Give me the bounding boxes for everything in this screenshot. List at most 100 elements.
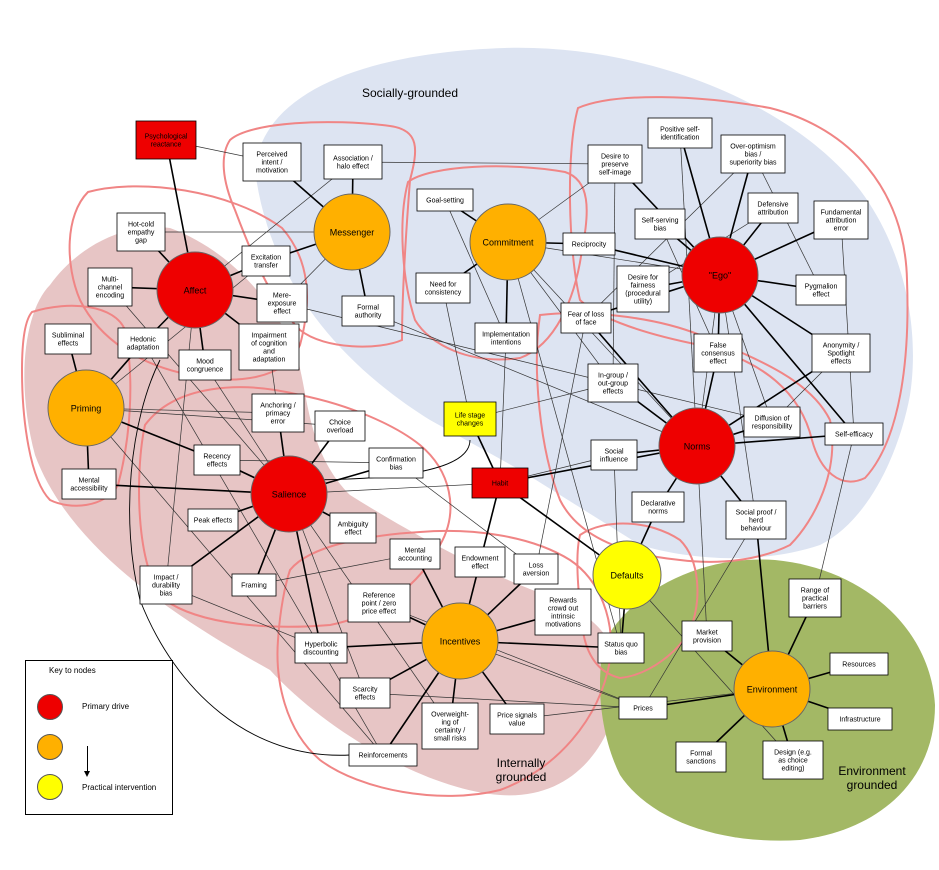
box-ingroup [587, 363, 639, 403]
box-mere_exposure [256, 283, 308, 323]
box-hedonic-line: adaptation [127, 345, 160, 352]
box-self_efficacy-line: Self-efficacy [835, 432, 873, 439]
box-false_consensus-line: effect [710, 359, 727, 366]
box-prices [618, 696, 668, 720]
box-positive_self_id-line: identification [661, 135, 700, 142]
box-framing [231, 573, 277, 597]
box-hot_cold-line: empathy [128, 230, 155, 237]
box-overweighting-line: certainty / [435, 728, 465, 735]
region-label-environment-1: Environment [838, 764, 906, 778]
box-overweighting-line: Overweight- [431, 712, 469, 719]
box-formal_sanctions-line: sanctions [686, 759, 716, 766]
box-declarative_norms-line: norms [648, 509, 668, 516]
legend-arrow-line [87, 746, 88, 774]
box-life_stage [443, 401, 497, 437]
box-design [762, 740, 824, 780]
box-ingroup-line: In-group / [598, 373, 628, 380]
box-anchoring [251, 393, 305, 433]
edge-thin-fear_face-loss_aversion [535, 317, 587, 570]
box-fear_face [560, 302, 612, 334]
box-need_consistency [415, 272, 471, 304]
box-positive_self_id [647, 117, 713, 149]
edge-thin-formal_authority-norms [367, 310, 698, 447]
box-positive_self_id-line: Positive self- [660, 127, 700, 134]
box-habit [471, 467, 529, 499]
box-design-line: Design (e.g. [774, 750, 812, 757]
box-association-line: Association / [333, 156, 373, 163]
box-endowment [454, 546, 506, 578]
box-excitation [241, 245, 291, 277]
box-resources [829, 652, 889, 676]
box-desire_fairness-line: (procedural [625, 291, 661, 298]
box-confirmation-line: bias [390, 465, 403, 472]
box-hyperbolic-line: Hyperbolic [304, 642, 338, 649]
box-social_influence-line: influence [600, 457, 628, 464]
node-priming-label: Priming [71, 404, 102, 414]
box-ambiguity-line: effect [345, 530, 362, 537]
box-design-line: editing) [782, 766, 805, 773]
node-norms-label: Norms [684, 442, 711, 452]
box-range_barriers-line: practical [802, 596, 829, 603]
node-commitment-label: Commitment [482, 238, 534, 248]
node-incentives-label: Incentives [440, 637, 481, 647]
legend-arrow-head [84, 771, 90, 777]
box-subliminal-line: effects [58, 341, 79, 348]
box-overweighting-line: small risks [434, 736, 467, 743]
box-choice_overload [314, 410, 366, 442]
box-reinforcements-line: Reinforcements [358, 753, 408, 760]
box-impact_durability-line: Impact / [154, 575, 179, 582]
edge-thin-ego-social_proof [719, 274, 757, 521]
box-desire_preserve-line: Desire to [601, 154, 629, 161]
box-loss_aversion-line: aversion [523, 571, 550, 578]
box-choice_overload-line: Choice [329, 420, 351, 427]
box-hyperbolic-line: discounting [303, 650, 339, 657]
edge-thin-confirmation-loss_aversion [395, 462, 537, 570]
box-framing-line: Framing [241, 583, 267, 590]
box-infrastructure-line: Infrastructure [839, 717, 880, 724]
box-fear_face-line: Fear of loss [568, 312, 605, 319]
edge-thin-multi_channel-salience [109, 286, 290, 495]
box-need_consistency-line: consistency [425, 290, 462, 297]
box-range_barriers-line: barriers [803, 604, 827, 611]
box-social_proof-line: Social proof / [736, 510, 777, 517]
box-scarcity-line: effects [355, 695, 376, 702]
box-perceived_intent [242, 142, 302, 182]
box-desire_preserve-line: self-image [599, 170, 631, 177]
box-over_optimism-line: superiority bias [729, 160, 777, 167]
edge-thin-association-desire_preserve [352, 161, 616, 165]
node-environment [733, 650, 811, 728]
edge-thin-desire_preserve-ingroup [612, 163, 616, 384]
box-impairment [238, 323, 300, 371]
box-false_consensus [693, 333, 743, 373]
box-psych_reactance-line: Psychological [145, 134, 188, 141]
node-priming [47, 369, 125, 447]
box-life_stage-line: changes [457, 421, 484, 428]
box-diffusion [743, 406, 801, 438]
node-messenger-label: Messenger [330, 228, 375, 238]
box-prices-line: Prices [633, 706, 653, 713]
box-scarcity-line: Scarcity [353, 687, 378, 694]
box-formal_authority [341, 295, 395, 327]
box-rewards_crowd-line: Rewards [549, 598, 577, 605]
box-choice_overload-line: overload [327, 428, 354, 435]
box-over_optimism-line: Over-optimism [730, 144, 776, 151]
node-defaults-label: Defaults [610, 571, 644, 581]
edge-thin-goal_setting-implementation [444, 199, 507, 339]
box-excitation-line: transfer [254, 263, 278, 270]
box-hot_cold-line: Hot-cold [128, 222, 154, 229]
box-impairment-line: of cognition [251, 341, 287, 348]
outline-priming [20, 304, 132, 507]
box-reference_point-line: Reference [363, 593, 395, 600]
box-self_serving [634, 208, 686, 240]
box-fundamental_attr [813, 200, 869, 240]
region-label-internal-2: grounded [496, 770, 547, 784]
node-commitment [469, 203, 547, 281]
box-self_serving-line: bias [654, 226, 667, 233]
box-ambiguity [329, 512, 377, 544]
box-status_quo-line: bias [615, 650, 628, 657]
box-desire_fairness-line: Desire for [628, 275, 659, 282]
edge-thin-social_proof-prices [642, 519, 757, 709]
box-ingroup-line: out-group [598, 381, 628, 388]
node-ego [681, 236, 759, 314]
box-market_provision-line: provision [693, 638, 721, 645]
